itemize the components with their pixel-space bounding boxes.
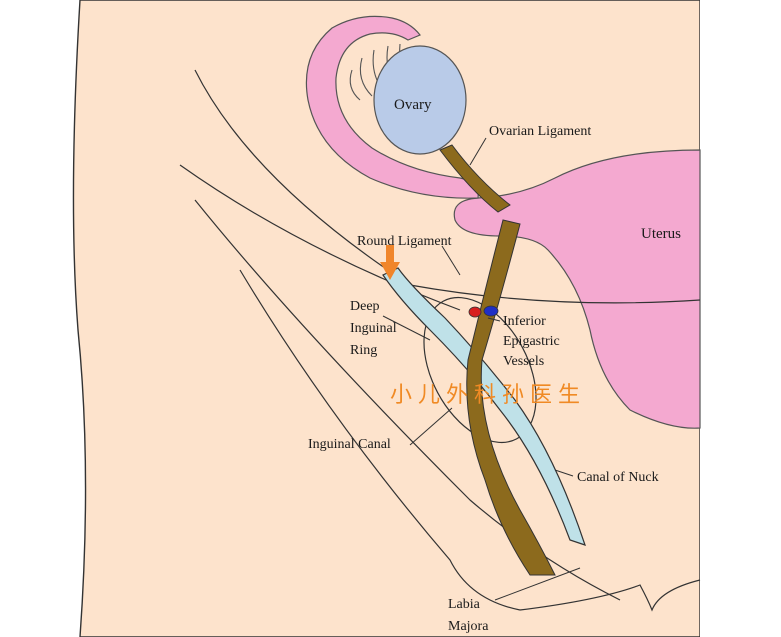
label-inferior-epigastric-vessels: Inferior Epigastric Vessels <box>503 314 563 369</box>
label-ovarian-ligament: Ovarian Ligament <box>489 124 591 139</box>
inguinal-canal-outline <box>423 296 537 444</box>
label-ovary: Ovary <box>394 97 432 113</box>
epigastric-vein <box>483 305 499 317</box>
fallopian-tube <box>305 15 479 199</box>
label-inguinal-canal: Inguinal Canal <box>308 437 391 452</box>
ovary <box>373 45 467 155</box>
label-round-ligament: Round Ligament <box>357 234 452 249</box>
epigastric-artery <box>468 306 482 318</box>
label-deep-inguinal-ring: Deep Inguinal Ring <box>350 299 400 358</box>
labia-outline <box>519 579 701 612</box>
canal-of-nuck <box>382 267 586 546</box>
label-labia-majora: Labia Majora <box>448 597 489 634</box>
watermark: 小儿外科孙医生 <box>390 383 586 408</box>
label-canal-of-nuck: Canal of Nuck <box>577 470 659 485</box>
right-white-margin <box>700 0 781 637</box>
thigh-line <box>239 269 521 611</box>
inguinal-fold-line <box>194 199 621 601</box>
ovarian-ligament <box>439 144 511 213</box>
deep-ring-arrow-icon <box>380 245 400 280</box>
label-uterus: Uterus <box>641 226 681 242</box>
leader-lines <box>382 137 581 601</box>
